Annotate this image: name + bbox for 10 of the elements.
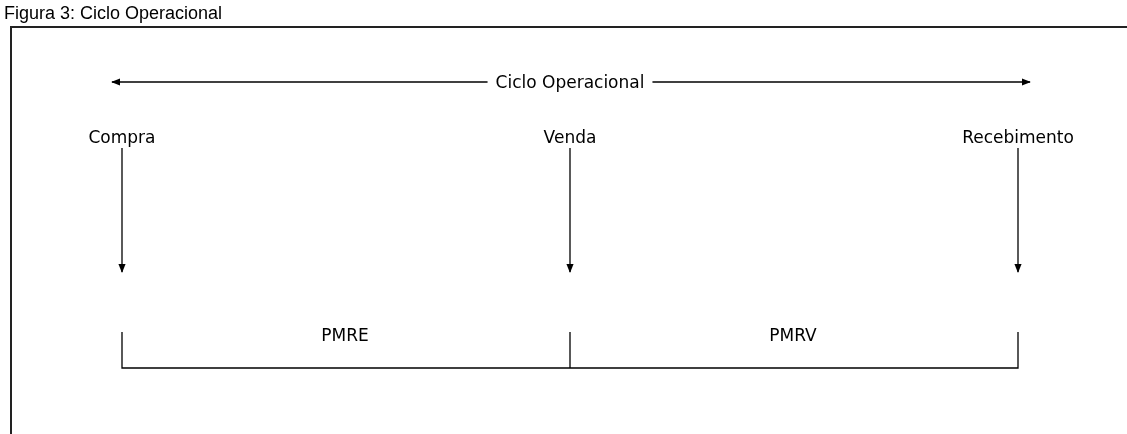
arrow [118, 147, 126, 273]
dimension-label: Ciclo Operacional [495, 71, 645, 93]
stage-label: Recebimento [962, 126, 1074, 148]
stage-label: Venda [543, 126, 597, 148]
arrow [566, 147, 574, 273]
arrow [1014, 147, 1022, 273]
period-label: PMRE [321, 324, 369, 346]
stage-label: Compra [88, 126, 156, 148]
period-label: PMRV [769, 324, 817, 346]
figure-title: Figura 3: Ciclo Operacional [4, 2, 223, 24]
